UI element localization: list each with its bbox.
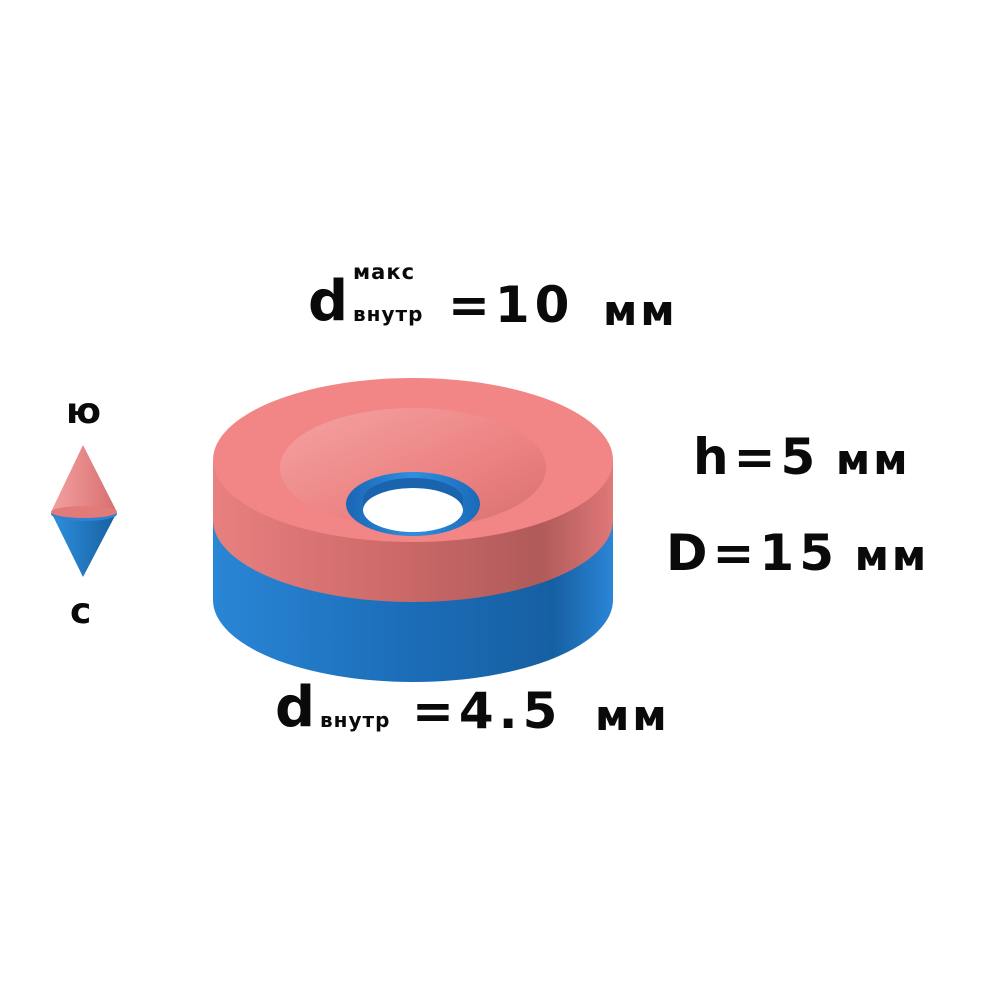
height-unit: мм <box>835 435 911 484</box>
subscript-inner: внутр <box>353 302 424 326</box>
subscript-inner-bottom: внутр <box>320 708 391 732</box>
pole-label-south: с <box>70 591 92 632</box>
value-inner: =4.5 <box>412 682 563 740</box>
diameter-unit: мм <box>854 531 930 580</box>
var-d-bottom: d <box>275 675 316 740</box>
countersink <box>280 408 546 528</box>
pole-diamond-blue <box>51 512 117 577</box>
height-label: h=5 мм <box>693 432 911 482</box>
pole-diamond-equator-top <box>51 506 117 518</box>
unit-mm-bottom: мм <box>595 691 670 740</box>
var-d: d <box>308 269 349 334</box>
pole-label-north: ю <box>66 391 101 432</box>
diameter-value: D=15 <box>666 524 839 582</box>
height-value: h=5 <box>693 428 821 486</box>
unit-mm: мм <box>603 286 678 335</box>
bore-wall <box>363 478 463 510</box>
superscript-max: макс <box>353 260 416 284</box>
value-max-inner: =10 <box>448 276 575 334</box>
bore-hole <box>363 488 463 532</box>
pole-diamond-red <box>51 445 117 512</box>
diameter-label: D=15 мм <box>666 528 929 578</box>
